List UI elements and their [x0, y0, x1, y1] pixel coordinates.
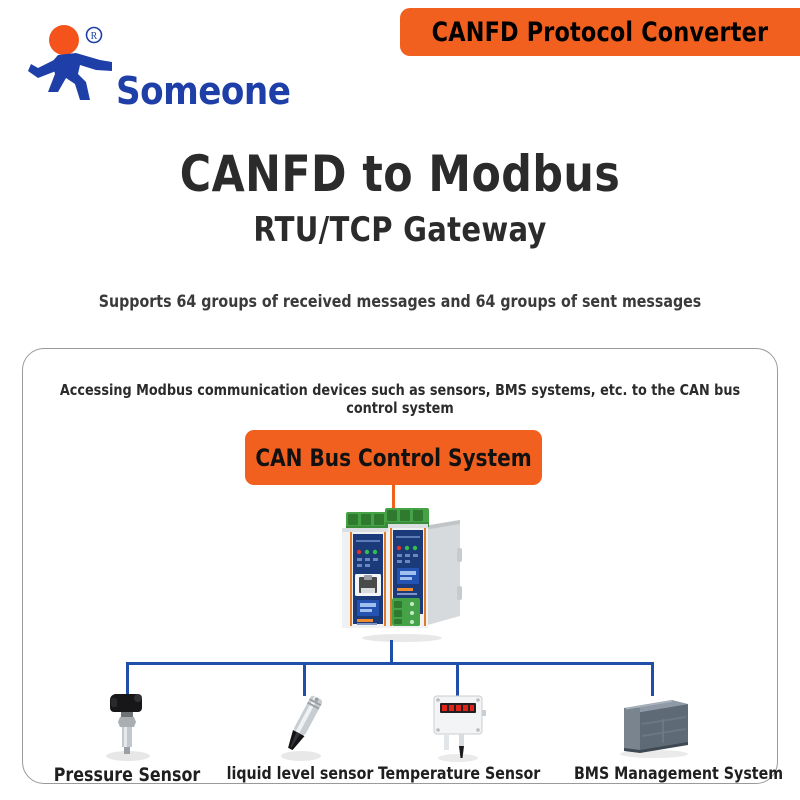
bus-drop-liquid-level-sensor — [303, 662, 306, 696]
node-label-temperature-sensor: Temperature Sensor — [377, 764, 541, 784]
temperature-sensor-art — [372, 690, 542, 762]
page-subtitle: RTU/TCP Gateway — [253, 210, 547, 250]
svg-text:R: R — [91, 31, 98, 42]
temperature-sensor-icon — [433, 695, 486, 762]
pressure-sensor-art — [42, 690, 212, 762]
device-bus-line — [126, 662, 654, 665]
node-temperature-sensor: Temperature Sensor — [372, 690, 542, 784]
brand-wordmark: Someone — [116, 69, 291, 113]
canfd-gateway-device-icon — [342, 508, 462, 642]
node-label-pressure-sensor: Pressure Sensor — [53, 764, 201, 786]
running-person-logo-icon: R — [28, 25, 112, 100]
pressure-sensor-icon — [106, 694, 150, 761]
brand-logo: R Someone — [28, 22, 291, 110]
node-bms-management-system: BMS Management System — [568, 690, 784, 784]
node-label-bms-management-system: BMS Management System — [573, 764, 784, 784]
page-title: CANFD to Modbus — [179, 145, 621, 203]
node-liquid-level-sensor: liquid level sensor — [215, 690, 385, 784]
bus-drop-pressure-sensor — [126, 662, 129, 696]
can-bus-connector-line — [392, 485, 395, 510]
node-label-liquid-level-sensor: liquid level sensor — [226, 764, 374, 784]
can-bus-control-system-box: CAN Bus Control System — [245, 430, 542, 485]
bms-management-system-icon — [620, 700, 688, 758]
liquid-level-sensor-art — [215, 690, 385, 762]
bus-drop-bms-management-system — [651, 662, 654, 696]
gateway-bus-riser — [390, 640, 393, 664]
node-pressure-sensor: Pressure Sensor — [42, 690, 212, 786]
header-banner: CANFD Protocol Converter — [400, 8, 800, 56]
bus-drop-temperature-sensor — [456, 662, 459, 696]
page-tagline: Supports 64 groups of received messages … — [98, 292, 702, 312]
header-banner-title: CANFD Protocol Converter — [431, 16, 769, 48]
diagram-caption: Accessing Modbus communication devices s… — [59, 381, 741, 417]
can-bus-control-system-label: CAN Bus Control System — [255, 443, 532, 472]
liquid-level-sensor-icon — [281, 695, 323, 761]
bms-management-system-art — [568, 690, 738, 762]
